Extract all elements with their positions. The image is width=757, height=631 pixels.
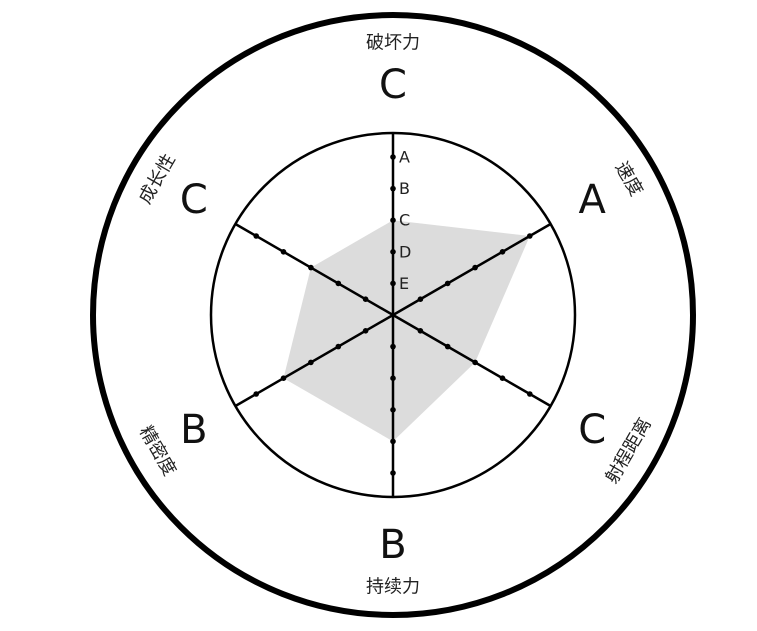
rank-letter-3: B	[379, 522, 406, 568]
spoke-tick	[390, 280, 396, 287]
axis-name-3: 持续力	[366, 577, 420, 598]
rank-letter-0: C	[379, 62, 407, 108]
spoke-tick	[390, 343, 396, 350]
spoke-tick	[390, 438, 396, 445]
spoke-tick	[335, 280, 342, 287]
spoke-tick	[390, 470, 396, 476]
spoke-tick	[444, 280, 451, 287]
scale-label-D: D	[399, 242, 411, 261]
spoke-tick	[308, 264, 314, 271]
spoke-tick	[390, 407, 396, 413]
spoke-tick	[335, 343, 342, 350]
axis-name-5: 成长性	[135, 150, 180, 207]
axis-name-4: 精密度	[135, 422, 180, 479]
spoke-tick	[390, 249, 396, 255]
spoke-tick	[390, 154, 396, 160]
spoke-tick	[444, 343, 451, 350]
spoke-tick	[253, 233, 259, 239]
spoke-tick	[362, 296, 369, 303]
spokes	[234, 133, 552, 497]
spoke-tick	[499, 375, 506, 382]
spoke-tick	[280, 375, 287, 382]
rank-letter-5: C	[180, 177, 208, 223]
rank-letter-2: C	[578, 407, 606, 453]
spoke-tick	[472, 359, 478, 366]
scale-label-C: C	[399, 211, 410, 230]
scale-label-E: E	[399, 274, 409, 293]
spoke-tick	[527, 233, 533, 239]
scale-label-A: A	[399, 148, 410, 167]
spoke-tick	[417, 328, 424, 334]
value-polygon	[283, 220, 530, 442]
spoke-tick	[280, 249, 287, 255]
spoke-tick	[362, 328, 369, 334]
axis-name-0: 破坏力	[366, 33, 420, 54]
rank-letter-1: A	[579, 177, 607, 223]
rank-letter-4: B	[180, 407, 207, 453]
spoke-tick	[499, 249, 506, 255]
spoke-tick	[390, 217, 396, 223]
spoke-tick	[390, 185, 396, 192]
axis-name-1: 速度	[611, 158, 647, 200]
spoke-tick	[308, 359, 314, 366]
spoke-tick	[390, 375, 396, 382]
outer-ring	[90, 12, 696, 618]
spoke-tick	[472, 264, 478, 271]
spoke-tick	[527, 391, 533, 397]
spoke-tick	[417, 296, 424, 303]
spoke-tick	[253, 391, 259, 397]
scale-label-B: B	[399, 179, 410, 198]
